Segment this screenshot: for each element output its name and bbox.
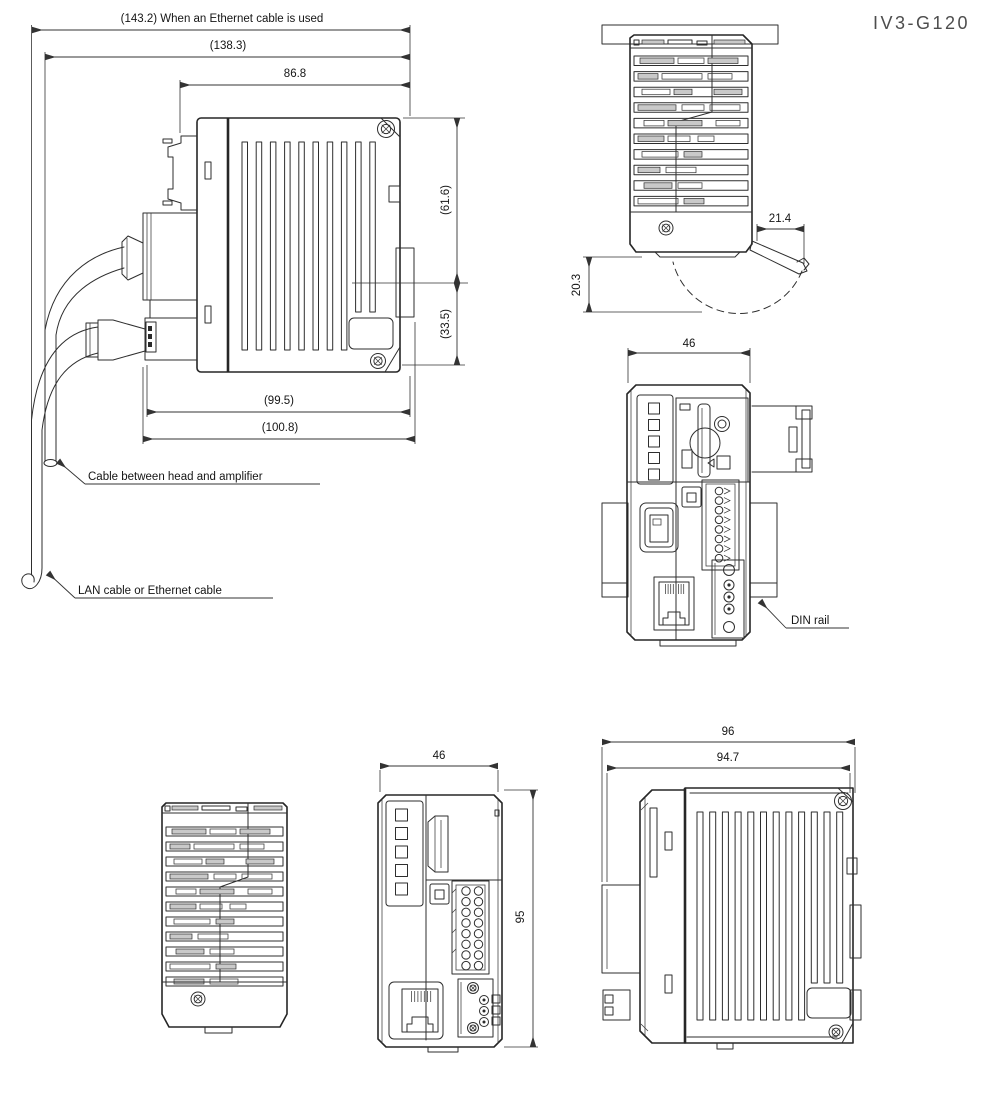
dimensions-side-view: (143.2) When an Ethernet cable is used (… (31, 13, 468, 444)
lan-cable-label: LAN cable or Ethernet cable (78, 585, 222, 597)
io-terminal-block (701, 479, 740, 571)
screw (377, 120, 395, 138)
top-vent-slats (633, 55, 749, 207)
mode-button (681, 486, 702, 508)
dimensions-side-right: 96 94.7 (601, 726, 856, 882)
mode-button (429, 883, 450, 905)
top-view: 21.4 20.3 (571, 24, 810, 314)
side-view-left: (143.2) When an Ethernet cable is used (… (21, 13, 468, 599)
front-view: 46 95 (377, 750, 538, 1053)
sd-door-open (751, 405, 813, 473)
head-cable (43, 246, 125, 467)
dim-overall-ethernet: (143.2) When an Ethernet cable is used (121, 13, 324, 25)
dim-width: 46 (433, 750, 446, 762)
dim-door-width: 21.4 (769, 213, 792, 225)
callout-head-cable: Cable between head and amplifier (55, 458, 320, 485)
dim-depth-inner: (99.5) (264, 395, 294, 407)
vent-slots (241, 141, 376, 351)
dimensions-front-view: 46 95 (379, 750, 538, 1048)
door-handle (427, 815, 449, 873)
power-connector (457, 978, 501, 1038)
dim-upper-height: (61.6) (440, 185, 452, 215)
side-view-right: 96 94.7 (601, 726, 862, 1050)
usb-port (639, 502, 679, 553)
dim-body-width: 86.8 (284, 68, 306, 80)
dim-overall-width: 96 (722, 726, 735, 738)
lan-connector (144, 317, 198, 361)
screw (658, 220, 674, 236)
dim-width: 46 (683, 338, 696, 350)
vent-slots (696, 811, 844, 1021)
open-door (672, 240, 810, 314)
bottom-view (161, 802, 288, 1034)
front-view-din: 46 DIN rail (601, 338, 849, 647)
sd-card-area (675, 397, 749, 483)
dimensions-front-din: 46 (627, 338, 751, 383)
io-terminal-block (451, 880, 490, 975)
led-indicator-block (636, 394, 674, 485)
screw (190, 991, 206, 1007)
screw (828, 1024, 844, 1040)
dim-overall: (138.3) (210, 40, 247, 52)
din-rail-left (601, 502, 629, 598)
connector-profile (601, 884, 641, 974)
ethernet-port (388, 981, 444, 1040)
led-squares (648, 402, 660, 481)
ethernet-port (653, 576, 695, 631)
head-cable-label: Cable between head and amplifier (88, 471, 263, 483)
led-squares (395, 808, 408, 896)
model-number: IV3-G120 (873, 13, 970, 33)
dim-depth-outer: (100.8) (262, 422, 299, 434)
dimensions-top-view: 21.4 20.3 (571, 213, 805, 313)
led-indicator-block (385, 800, 424, 907)
din-rail-label: DIN rail (791, 615, 829, 627)
lan-cable (21, 326, 99, 590)
callout-din-rail: DIN rail (757, 598, 849, 629)
dim-body-width: 94.7 (717, 752, 739, 764)
callout-lan-cable: LAN cable or Ethernet cable (45, 570, 273, 599)
dim-door-swing: 20.3 (571, 274, 583, 296)
dim-height: 95 (515, 911, 527, 924)
screw (834, 792, 852, 810)
power-connector (711, 559, 745, 639)
bottom-vent-slats (165, 826, 284, 987)
dim-lower-height: (33.5) (440, 309, 452, 339)
screw (370, 353, 386, 369)
